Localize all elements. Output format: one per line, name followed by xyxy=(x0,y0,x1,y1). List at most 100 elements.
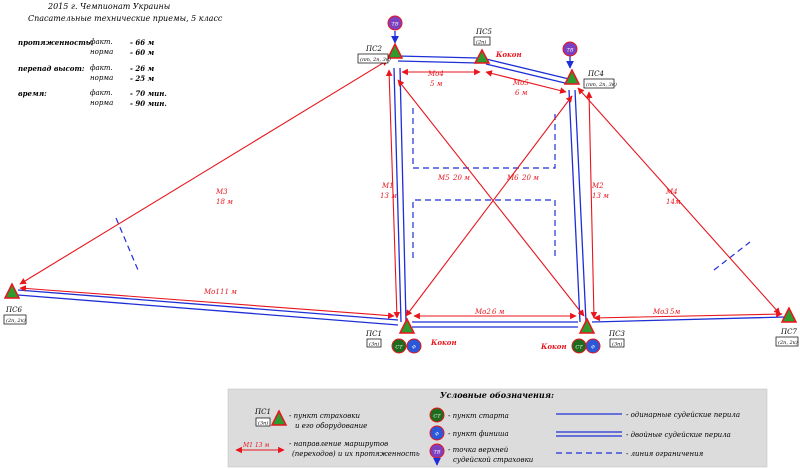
svg-text:судейской страховки: судейской страховки xyxy=(453,456,534,464)
label-ps4: ПС4 xyxy=(587,70,604,78)
legend-start-icon xyxy=(429,407,445,423)
stat-length-norm-val: - 60 м xyxy=(130,48,155,57)
limit-line-inner-top xyxy=(412,108,556,169)
point-ps2 xyxy=(386,42,404,59)
route-label-mo3: Мо3 xyxy=(652,308,669,316)
legend-start-text: - пункт старта xyxy=(448,412,509,420)
point-ps3 xyxy=(578,317,596,334)
route-len-m6: 20 м xyxy=(521,174,539,182)
route-label-m4: М4 xyxy=(665,188,678,196)
route-len-mo4: 5 м xyxy=(430,80,443,88)
legend-box xyxy=(227,388,768,468)
top-belay-arrows xyxy=(391,31,574,69)
svg-text:(3п): (3п) xyxy=(258,420,268,427)
svg-text:(переходов) и их протяженность: (переходов) и их протяженность xyxy=(292,450,420,458)
label-ps5: ПС5 xyxy=(475,28,492,36)
route-m3 xyxy=(19,59,389,285)
route-mo1 xyxy=(19,285,395,319)
route-len-mo2: 6 м xyxy=(492,308,505,316)
stat-length-fact: факт. xyxy=(90,38,113,46)
route-label-mo4: Мо4 xyxy=(427,70,444,78)
legend-point-text: - пункт страховки xyxy=(289,412,360,420)
route-label-m1: М1 xyxy=(381,182,394,190)
belay-points xyxy=(3,42,798,334)
route-arrows xyxy=(19,59,783,322)
route-len-m5: 20 м xyxy=(452,174,470,182)
label-ps6: ПС6 xyxy=(5,306,22,314)
route-len-m2: 13 м xyxy=(592,192,609,200)
label-ps3: ПС3 xyxy=(608,330,625,338)
route-label-m6: М6 xyxy=(506,174,519,182)
label-ps2: ПС2 xyxy=(365,45,382,53)
svg-text:Ф: Ф xyxy=(412,345,416,351)
svg-text:ПС1: ПС1 xyxy=(254,408,271,416)
finish-circle-right xyxy=(585,338,601,354)
route-label-mo5: Мо5 xyxy=(512,79,529,87)
start-circle-left xyxy=(391,338,407,354)
double-rope-top-right xyxy=(485,58,570,80)
page-title: 2015 г. Чемпионат Украины xyxy=(48,2,171,11)
finish-circle-left xyxy=(406,338,422,354)
legend-finish-text: - пункт финиша xyxy=(448,430,509,438)
route-label-m5: М5 xyxy=(437,174,450,182)
legend-double-rope-text: - двойные судейские перила xyxy=(626,431,731,439)
double-rope-right-vertical xyxy=(568,89,581,323)
legend-single-rope-text: - одинарные судейские перила xyxy=(626,411,740,419)
route-len-mo1: 11 м xyxy=(220,288,237,296)
svg-text:и его оборудование: и его оборудование xyxy=(295,422,367,430)
page-subtitle: Спасательные технические приемы, 5 класс xyxy=(28,14,223,23)
route-len-m4: 14м xyxy=(666,198,681,206)
route-label-mo1: Мо1 xyxy=(203,288,220,296)
stat-length-fact-val: - 66 м xyxy=(130,38,155,47)
legend-title: Условные обозначения: xyxy=(440,390,554,400)
point-ps7 xyxy=(780,306,798,323)
route-m4 xyxy=(577,87,781,315)
svg-text:ТВ: ТВ xyxy=(566,48,573,54)
equip-ps1: (3п) xyxy=(369,341,379,348)
svg-text:СТ: СТ xyxy=(433,414,441,420)
svg-text:М1 13 м: М1 13 м xyxy=(242,442,269,449)
point-ps4 xyxy=(563,68,581,85)
svg-text:Ф: Ф xyxy=(591,345,595,351)
route-len-m1: 13 м xyxy=(380,192,397,200)
route-label-m3: М3 xyxy=(215,188,228,196)
top-belay-circle-right xyxy=(562,41,578,57)
note-ps1: Кокон xyxy=(430,338,457,347)
label-ps1: ПС1 xyxy=(365,330,382,338)
legend-point-icon xyxy=(270,409,288,426)
equip-ps6: (2п, 2к) xyxy=(6,317,26,324)
double-rope-top-left xyxy=(397,55,479,59)
equip-ps3: (3п) xyxy=(612,341,622,348)
note-ps5: Кокон xyxy=(495,50,522,59)
equip-ps5: (2п) xyxy=(476,39,486,46)
point-ps6 xyxy=(3,282,21,299)
limit-line-left xyxy=(115,217,139,271)
route-mo3 xyxy=(593,310,783,322)
route-len-mo3: 5м xyxy=(670,308,680,316)
start-finish-circles: СТ Ф СТ Ф xyxy=(391,338,601,354)
route-m2 xyxy=(585,91,598,319)
svg-text:Ф: Ф xyxy=(435,432,439,438)
route-m6 xyxy=(405,95,573,317)
svg-text:СТ: СТ xyxy=(395,345,403,351)
point-ps5 xyxy=(473,48,491,64)
limit-lines xyxy=(115,108,751,271)
svg-text:СТ: СТ xyxy=(575,345,583,351)
legend-limit-text: - линия ограничения xyxy=(626,450,704,458)
stat-length-norm: норма xyxy=(90,48,114,56)
legend-top-text: - точка верхней xyxy=(448,446,509,454)
equip-ps2: (пт, 2п, 3к) xyxy=(360,56,391,63)
route-m1 xyxy=(385,69,401,319)
legend: Условные обозначения: ПС1 (3п) - пункт с… xyxy=(227,388,768,468)
svg-text:ТВ: ТВ xyxy=(391,22,398,28)
limit-line-inner-bottom xyxy=(412,199,556,258)
route-label-mo2: Мо2 xyxy=(474,308,491,316)
point-ps1 xyxy=(398,317,416,334)
svg-text:ТВ: ТВ xyxy=(433,450,440,456)
route-label-m2: М2 xyxy=(591,182,604,190)
top-belay-circle-left xyxy=(387,15,403,31)
note-ps3: Кокон xyxy=(540,342,567,351)
equip-ps4: (пт, 2п, 3к) xyxy=(586,81,617,88)
stat-length-label: протяженность: xyxy=(18,38,93,47)
